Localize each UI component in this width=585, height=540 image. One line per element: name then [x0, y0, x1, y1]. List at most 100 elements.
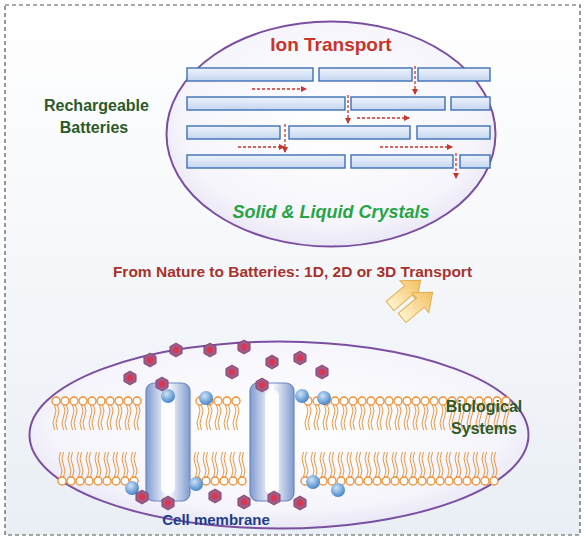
lipid-tail [368, 405, 371, 430]
lipid-head [310, 477, 318, 485]
lipid-tail [65, 405, 68, 430]
lipid-tail [95, 452, 98, 477]
lipid-tail [134, 452, 137, 477]
crystal-layer [289, 126, 410, 139]
lipid-head [358, 397, 366, 405]
red-ion-core [271, 495, 277, 501]
section-heading: Ion Transport [165, 34, 497, 56]
lipid-head [403, 397, 411, 405]
lipid-tail [68, 452, 71, 477]
lipid-tail [404, 405, 407, 430]
blue-ion [295, 389, 309, 403]
lipid-head [346, 477, 354, 485]
lipid-tail [404, 452, 407, 477]
red-ion-core [297, 355, 303, 361]
lipid-head [421, 397, 429, 405]
red-ion [238, 340, 250, 354]
lipid-head [436, 477, 444, 485]
lipid-tail [197, 452, 200, 477]
crystal-layer [351, 97, 445, 110]
lipid-tail [224, 452, 227, 477]
lipid-tail [377, 452, 380, 477]
lipid-tail [92, 405, 95, 430]
lipid-tail [392, 452, 395, 477]
lipid-tail [485, 452, 488, 477]
lipid-tail [236, 405, 239, 430]
lipid-tail [446, 452, 449, 477]
lipid-tail [116, 405, 119, 430]
lipid-tail [464, 452, 467, 477]
lipid-tail [212, 452, 215, 477]
lipid-head [58, 477, 66, 485]
ellipse-region: Ion TransportSolid & Liquid Crystals [165, 20, 497, 248]
lipid-tail [80, 405, 83, 430]
lipid-head [481, 477, 489, 485]
lipid-tail [311, 452, 314, 477]
red-ion-core [207, 347, 213, 353]
lipid-tail [347, 452, 350, 477]
lipid-head [124, 397, 132, 405]
red-ion-core [269, 359, 275, 365]
red-ion [170, 343, 182, 357]
ions [124, 340, 345, 510]
part-label: Cell membrane [146, 511, 286, 528]
lipid-head [400, 477, 408, 485]
lipid-head [88, 397, 96, 405]
lipid-head [385, 397, 393, 405]
lipid-tail [356, 452, 359, 477]
blue-ion [306, 475, 320, 489]
ion-channel [250, 383, 294, 501]
lipid-tail [440, 405, 443, 430]
lipid-tail [398, 405, 401, 430]
lipid-head [238, 477, 246, 485]
lipid-tail [332, 405, 335, 430]
ion-path-arrow [238, 146, 284, 147]
lipid-tail [365, 452, 368, 477]
lipid-head [97, 397, 105, 405]
lipid-tail [230, 452, 233, 477]
red-ion-core [159, 381, 165, 387]
lipid-tail [332, 452, 335, 477]
lipid-tail [416, 405, 419, 430]
lipid-tail [62, 452, 65, 477]
lipid-head [76, 477, 84, 485]
channel-pore [265, 390, 279, 494]
lipid-head [382, 477, 390, 485]
lipid-tail [74, 405, 77, 430]
lipid-head [319, 477, 327, 485]
lipid-tail [473, 452, 476, 477]
lipid-tail [98, 405, 101, 430]
ion-path-arrow [455, 153, 456, 178]
lipid-head [373, 477, 381, 485]
lipid-tail [458, 452, 461, 477]
red-ion [294, 496, 306, 510]
lipid-tail [434, 405, 437, 430]
lipid-tail [449, 452, 452, 477]
lipid-tail [137, 405, 140, 430]
lipid-head [229, 477, 237, 485]
lipid-tail [86, 452, 89, 477]
lipid-tail [104, 452, 107, 477]
lipid-head [490, 477, 498, 485]
lipid-tail [314, 452, 317, 477]
lipid-tail [359, 452, 362, 477]
lipid-tail [383, 452, 386, 477]
red-ion-core [229, 369, 235, 375]
red-ion [136, 490, 148, 504]
red-ion-core [297, 500, 303, 506]
lipid-tail [83, 405, 86, 430]
lipid-tail [113, 452, 116, 477]
lipid-tail [122, 452, 125, 477]
lipid-tail [428, 452, 431, 477]
lipid-head [445, 477, 453, 485]
lipid-tail [320, 452, 323, 477]
lipid-head [376, 397, 384, 405]
red-ion-core [319, 369, 325, 375]
red-ion [204, 343, 216, 357]
red-ion [209, 489, 221, 503]
lipid-tail [53, 405, 56, 430]
lipid-tail [125, 452, 128, 477]
lipid-tail [407, 405, 410, 430]
lipid-tail [77, 452, 80, 477]
lipid-head [301, 477, 309, 485]
